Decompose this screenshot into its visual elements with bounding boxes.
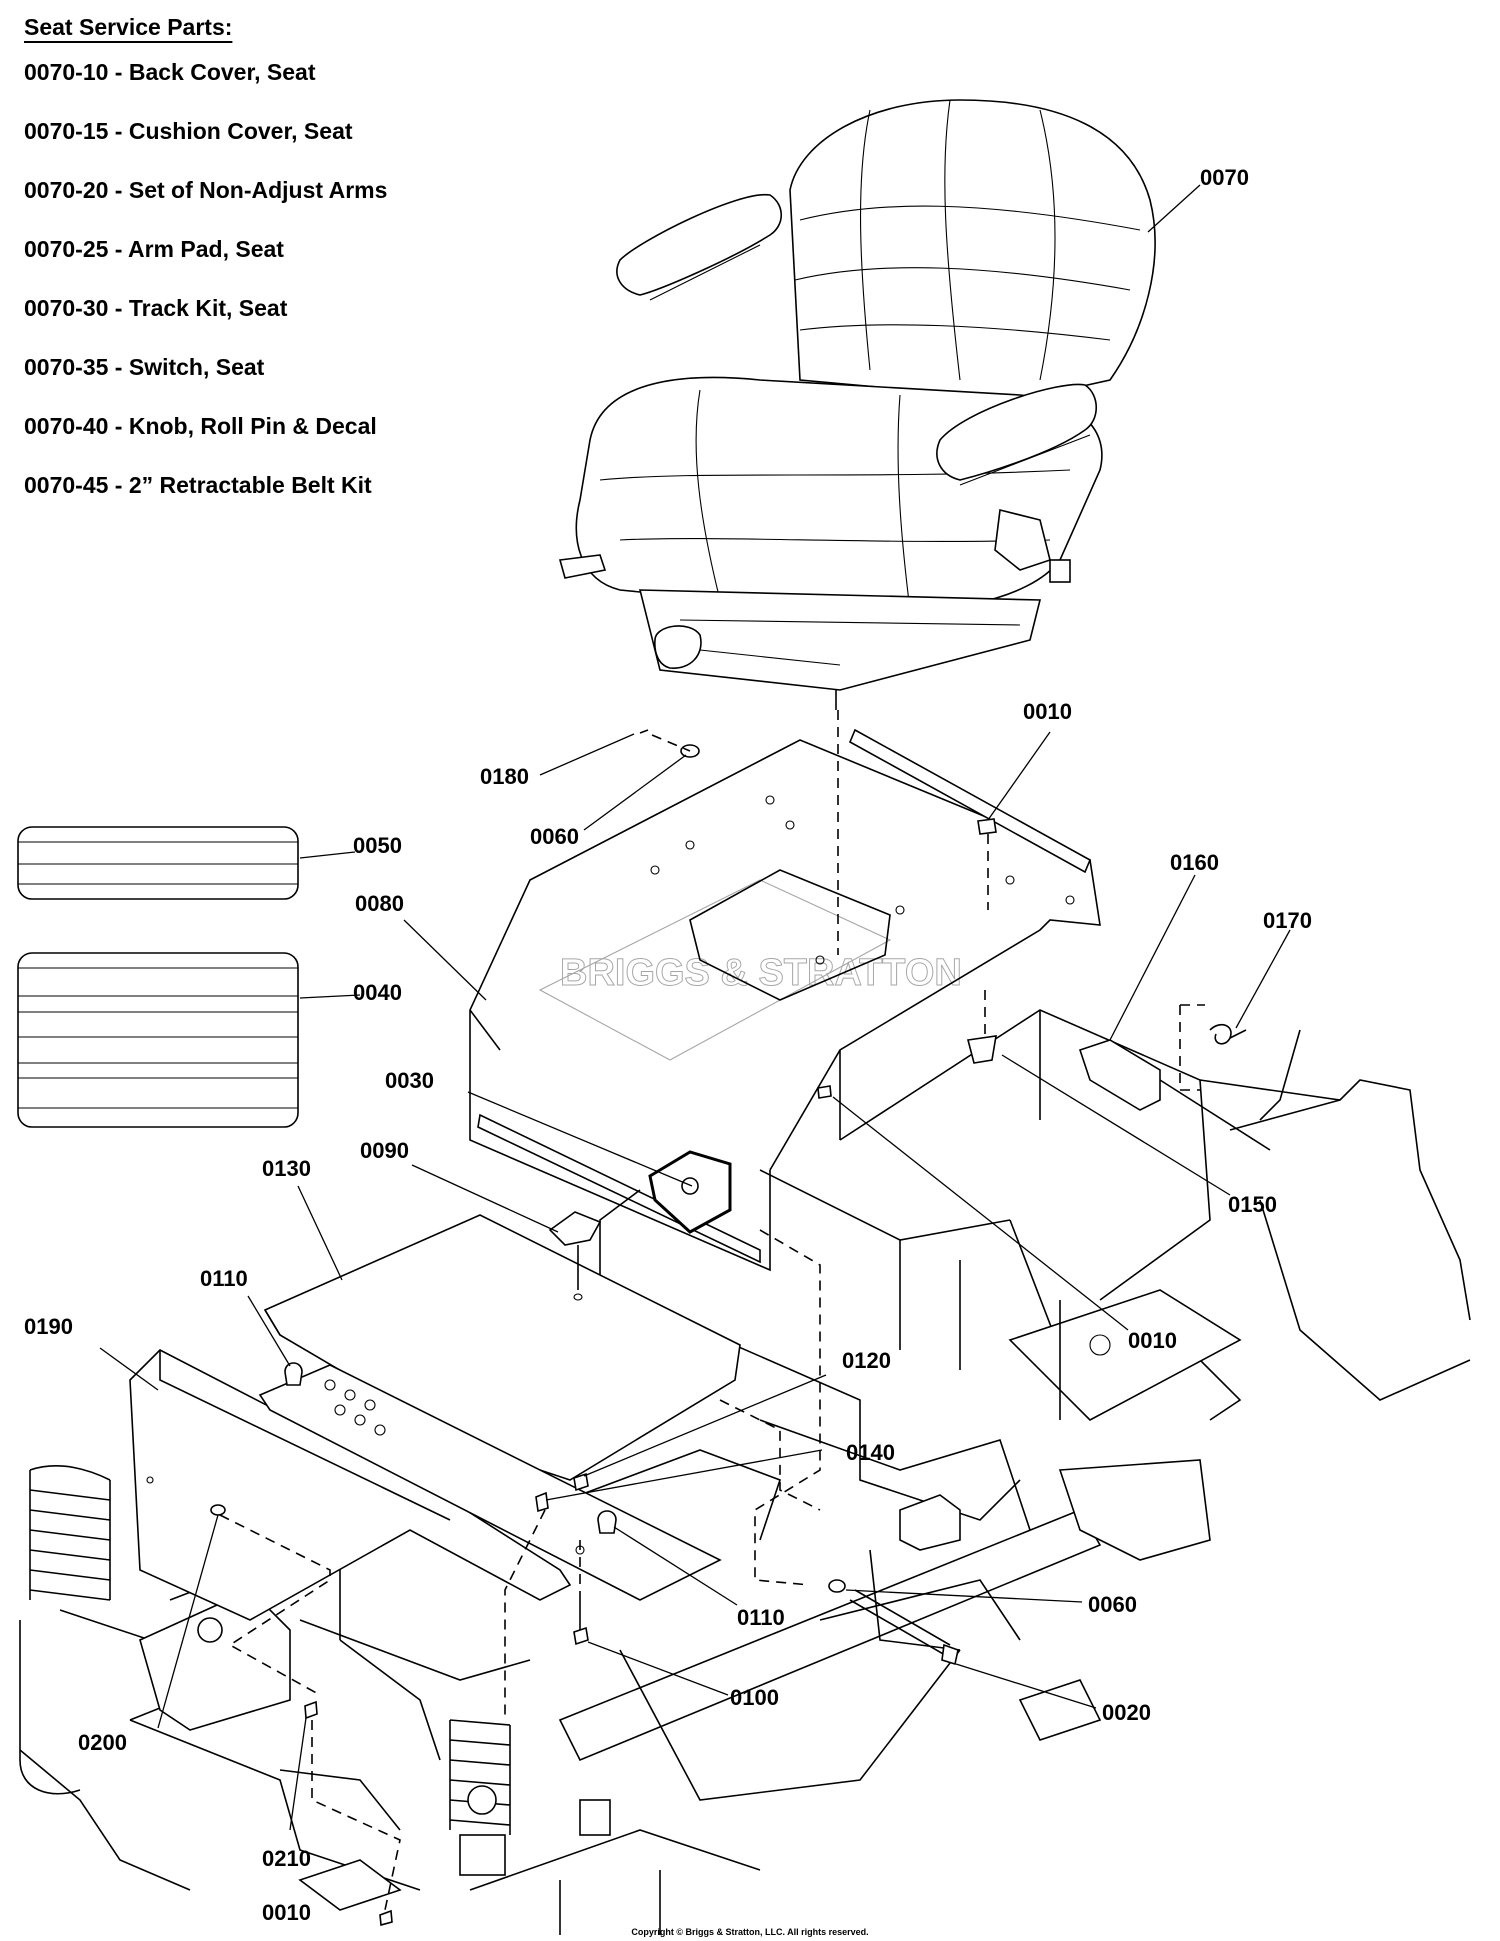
callout-0060-lower: 0060: [1088, 1592, 1137, 1617]
hardware: [210, 729, 1301, 1927]
access-plate: [258, 1214, 741, 1601]
callout-0090: 0090: [360, 1138, 409, 1163]
callout-0020: 0020: [1102, 1700, 1151, 1725]
callout-0010-middle: 0010: [1128, 1328, 1177, 1353]
callout-0180: 0180: [480, 764, 529, 789]
callout-0040: 0040: [353, 980, 402, 1005]
left-suspension: [19, 1349, 572, 1911]
callout-0210: 0210: [262, 1846, 311, 1871]
callout-0010-upper: 0010: [1023, 699, 1072, 724]
legend-item: 0070-30 - Track Kit, Seat: [24, 295, 288, 321]
legend-item: 0070-15 - Cushion Cover, Seat: [24, 118, 353, 144]
leader-lines: [99, 184, 1291, 1831]
callout-0030: 0030: [385, 1068, 434, 1093]
seat-service-parts-legend: Seat Service Parts: 0070-10 - Back Cover…: [24, 14, 454, 529]
callout-0120: 0120: [842, 1348, 891, 1373]
decal-0050: [17, 826, 299, 900]
decal-0040: [17, 952, 299, 1128]
callout-0050: 0050: [353, 833, 402, 858]
seat-pan: BRIGGS & STRATTON: [469, 728, 1101, 1272]
callout-0160: 0160: [1170, 850, 1219, 875]
legend-title: Seat Service Parts:: [24, 14, 233, 40]
copyright-notice: Copyright © Briggs & Stratton, LLC. All …: [631, 1927, 869, 1937]
watermark-text: BRIGGS & STRATTON: [560, 952, 962, 994]
legend-item: 0070-10 - Back Cover, Seat: [24, 59, 316, 85]
callout-0060-upper: 0060: [530, 824, 579, 849]
callout-0200: 0200: [78, 1730, 127, 1755]
callout-0100: 0100: [730, 1685, 779, 1710]
callout-0010-bottom: 0010: [262, 1900, 311, 1925]
assembly-lines: [219, 710, 1205, 1911]
legend-item: 0070-20 - Set of Non-Adjust Arms: [24, 177, 388, 203]
seat-assembly: [558, 99, 1156, 710]
left-spring: [29, 1465, 111, 1601]
callout-0080: 0080: [355, 891, 404, 916]
callout-0170: 0170: [1263, 908, 1312, 933]
callout-0150: 0150: [1228, 1192, 1277, 1217]
legend-item: 0070-40 - Knob, Roll Pin & Decal: [24, 413, 377, 439]
callout-0130: 0130: [262, 1156, 311, 1181]
callout-0140: 0140: [846, 1440, 895, 1465]
legend-item: 0070-25 - Arm Pad, Seat: [24, 236, 284, 262]
watermark-logo: BRIGGS & STRATTON: [538, 879, 962, 1061]
callout-0070: 0070: [1200, 165, 1249, 190]
center-spring: [449, 1719, 511, 1876]
legend-item: 0070-45 - 2” Retractable Belt Kit: [24, 472, 372, 498]
callout-0190: 0190: [24, 1314, 73, 1339]
legend-item: 0070-35 - Switch, Seat: [24, 354, 265, 380]
callout-0110-upper: 0110: [200, 1266, 248, 1291]
callout-0110-lower: 0110: [737, 1605, 785, 1630]
callout-labels: 0070 0010 0180 0060 0050 0160 0080 0170 …: [24, 165, 1312, 1925]
